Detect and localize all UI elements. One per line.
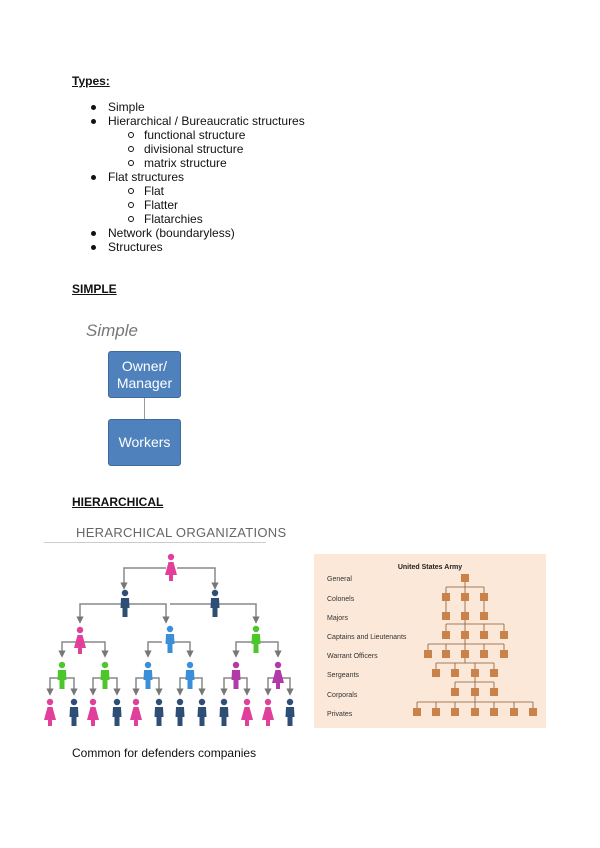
- types-list: Simple Hierarchical / Bureaucratic struc…: [72, 100, 432, 254]
- rank-label: Captains and Lieutenants: [327, 634, 407, 641]
- types-heading: Types:: [72, 74, 110, 88]
- rank-label: Majors: [327, 615, 349, 622]
- sub-list-item: Flatter: [108, 198, 432, 212]
- sub-list-item: Flat: [108, 184, 432, 198]
- list-item: Network (boundaryless): [72, 226, 432, 240]
- army-chart-title: United States Army: [397, 564, 463, 571]
- sub-list-item: divisional structure: [108, 142, 432, 156]
- rank-label: Privates: [327, 711, 353, 718]
- rank-label: Colonels: [327, 596, 355, 603]
- hierarchical-org-title: HERARCHICAL ORGANIZATIONS: [76, 525, 287, 540]
- army-chart: United States Army General Colonels Majo…: [314, 554, 546, 728]
- army-tree: [413, 574, 537, 716]
- list-item: Flat structures Flat Flatter Flatarchies: [72, 170, 432, 226]
- rank-label: General: [327, 576, 352, 583]
- hierarchy-people-diagram: [44, 553, 295, 726]
- owner-manager-box: Owner/ Manager: [108, 351, 181, 398]
- title-divider: [44, 542, 266, 543]
- list-item: Structures: [72, 240, 432, 254]
- simple-heading: SIMPLE: [72, 282, 117, 296]
- rank-label: Sergeants: [327, 672, 359, 679]
- list-item: Hierarchical / Bureaucratic structures f…: [72, 114, 432, 170]
- connector-line: [144, 398, 145, 419]
- list-item: Simple: [72, 100, 432, 114]
- workers-box: Workers: [108, 419, 181, 466]
- sub-list-item: Flatarchies: [108, 212, 432, 226]
- sub-list-item: matrix structure: [108, 156, 432, 170]
- rank-label: Warrant Officers: [327, 653, 378, 660]
- sub-list-item: functional structure: [108, 128, 432, 142]
- hierarchical-caption: Common for defenders companies: [72, 746, 257, 760]
- simple-diagram-title: Simple: [86, 321, 138, 340]
- hierarchical-heading: HIERARCHICAL: [72, 495, 164, 509]
- rank-label: Corporals: [327, 692, 358, 699]
